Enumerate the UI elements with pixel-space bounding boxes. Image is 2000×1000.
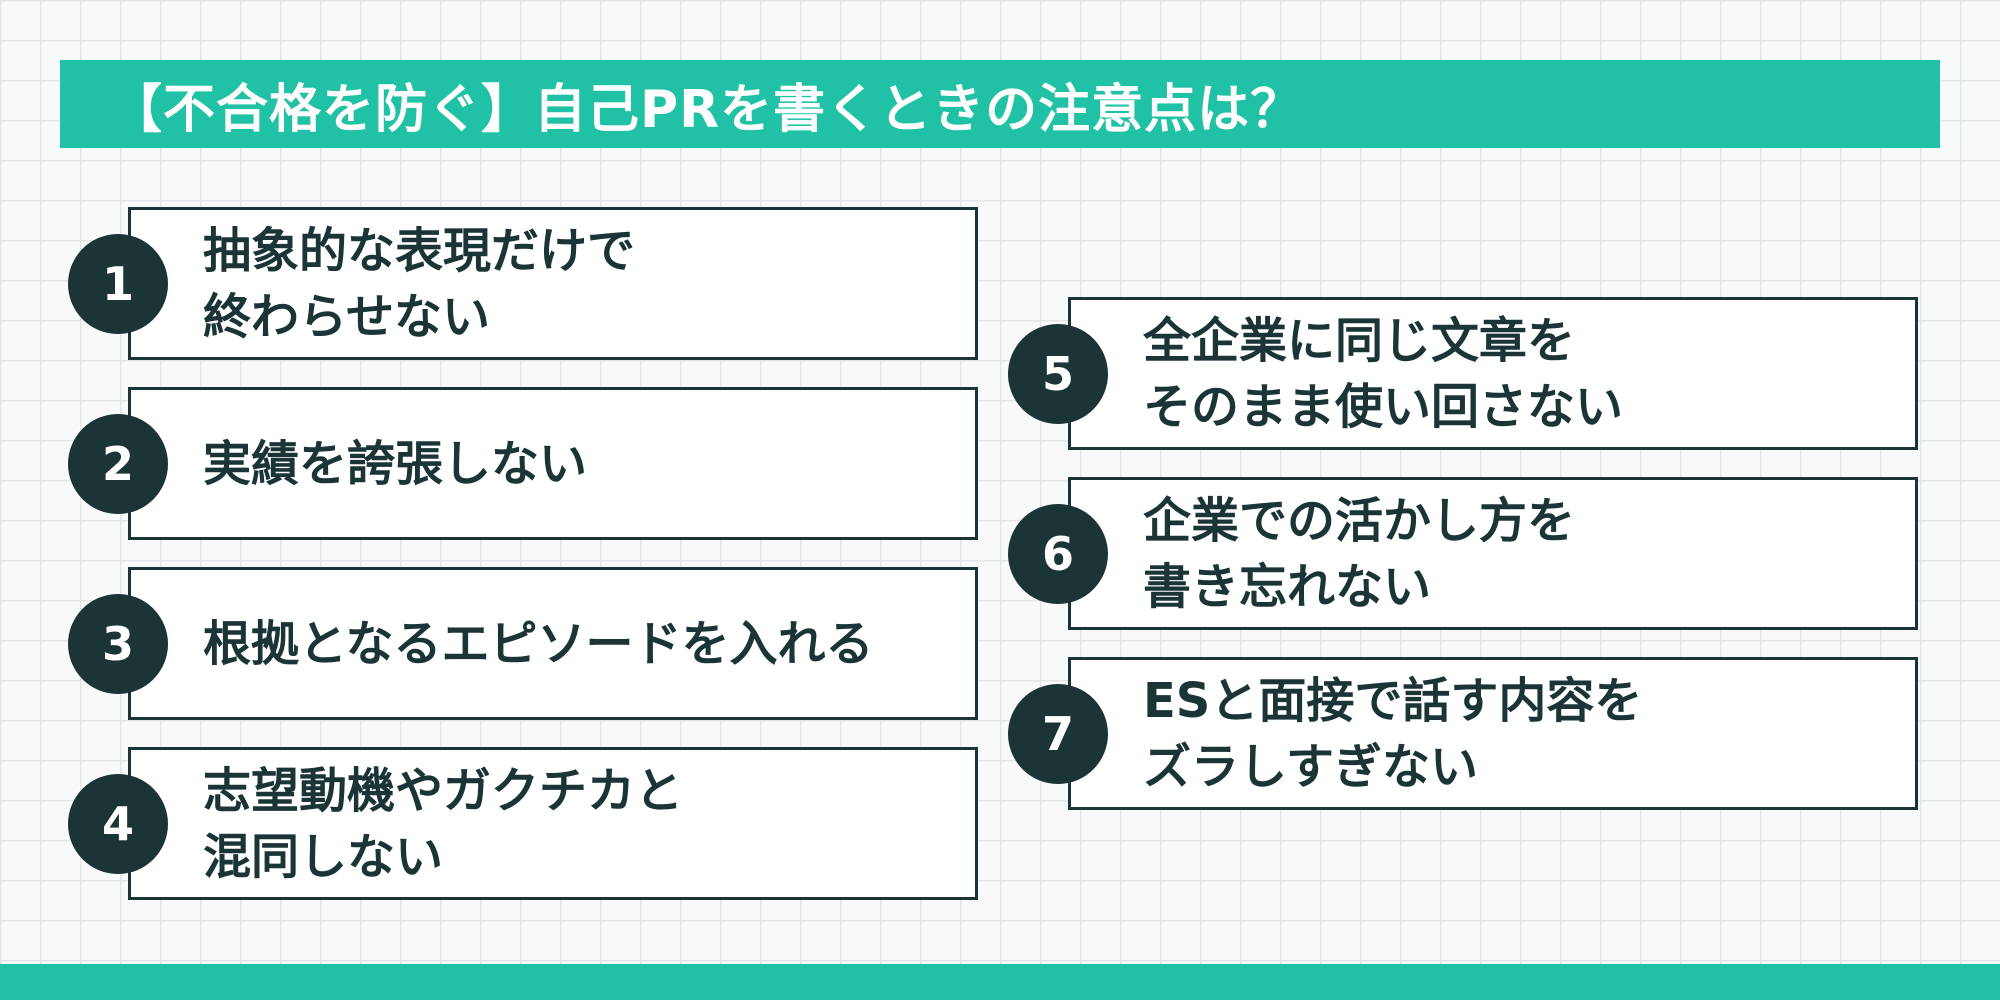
tip-text-line: 実績を誇張しない [203,435,588,492]
tip-item-1: 1 抽象的な表現だけで 終わらせない [68,180,978,360]
tip-number-badge: 4 [68,774,168,874]
tip-text-line: そのまま使い回さない [1143,378,1624,435]
tip-item-7: 7 ESと面接で話す内容を ズラしすぎない [1008,630,1918,810]
title-banner: 【不合格を防ぐ】自己PRを書くときの注意点は？ [60,60,1940,148]
tip-box: ESと面接で話す内容を ズラしすぎない [1068,657,1918,810]
tip-number-badge: 5 [1008,324,1108,424]
tip-item-5: 5 全企業に同じ文章を そのまま使い回さない [1008,270,1918,450]
tip-box: 志望動機やガクチカと 混同しない [128,747,978,900]
tip-text-line: 終わらせない [203,288,491,345]
tip-box: 実績を誇張しない [128,387,978,540]
tip-number-badge: 6 [1008,504,1108,604]
tip-number-badge: 1 [68,234,168,334]
tip-text-line: 書き忘れない [1143,558,1432,615]
tip-number-badge: 7 [1008,684,1108,784]
tip-text-line: 混同しない [203,828,444,885]
tip-item-2: 2 実績を誇張しない [68,360,978,540]
tip-text-line: 抽象的な表現だけで [203,222,636,279]
tip-text-line: ズラしすぎない [1143,738,1479,795]
tip-item-6: 6 企業での活かし方を 書き忘れない [1008,450,1918,630]
tip-box: 抽象的な表現だけで 終わらせない [128,207,978,360]
tip-text-line: 根拠となるエピソードを入れる [203,615,874,672]
footer-accent-bar [0,964,2000,1000]
tip-item-4: 4 志望動機やガクチカと 混同しない [68,720,978,900]
tip-text-line: 志望動機やガクチカと [203,762,684,819]
page-title: 【不合格を防ぐ】自己PRを書くときの注意点は？ [110,79,1304,140]
tip-box: 企業での活かし方を 書き忘れない [1068,477,1918,630]
tip-number-badge: 2 [68,414,168,514]
tip-box: 根拠となるエピソードを入れる [128,567,978,720]
tip-item-3: 3 根拠となるエピソードを入れる [68,540,978,720]
tip-text-line: ESと面接で話す内容を [1143,672,1643,729]
tip-text-line: 企業での活かし方を [1143,492,1576,549]
tip-number-badge: 3 [68,594,168,694]
tip-box: 全企業に同じ文章を そのまま使い回さない [1068,297,1918,450]
tip-text-line: 全企業に同じ文章を [1143,312,1576,369]
